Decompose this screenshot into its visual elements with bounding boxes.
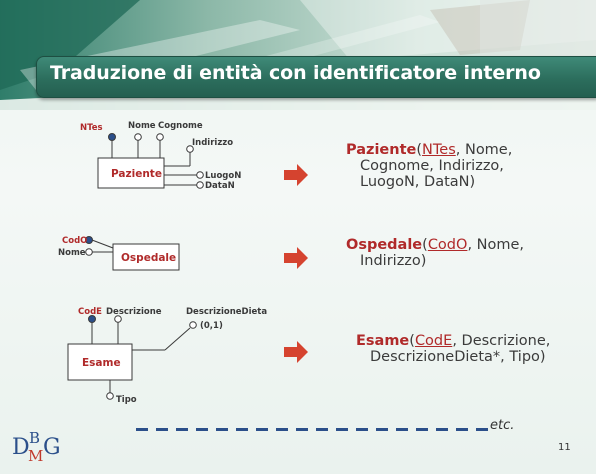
slide-title: Traduzione di entità con identificatore … (50, 62, 541, 84)
dbmg-logo: D B M G (12, 429, 61, 465)
esame-entity-label: Esame (82, 357, 121, 369)
svg-text:M: M (28, 447, 43, 465)
arrow-right-icon (284, 247, 308, 269)
attr-ntes: NTes (80, 123, 103, 133)
attr-luogon: LuogoN (205, 171, 241, 181)
paziente-entity-label: Paziente (111, 168, 162, 180)
dashed-separator (136, 428, 488, 431)
attr-descrizione: Descrizione (106, 307, 162, 317)
cardinality-label: (0,1) (200, 321, 223, 331)
title-bar (36, 56, 596, 98)
codo-key-dot (85, 236, 93, 244)
page-number: 11 (558, 442, 571, 453)
etc-label: etc. (490, 418, 515, 433)
ospedale-relation: Ospedale(CodO, Nome, Indirizzo) (346, 237, 525, 269)
attr-cognome: Cognome (158, 121, 203, 131)
attr-ospedale-nome: Nome (58, 248, 86, 258)
attr-codo: CodO (62, 236, 87, 246)
ntes-key-dot (108, 133, 116, 141)
svg-text:B: B (29, 429, 40, 447)
esame-relation: Esame(CodE, Descrizione, DescrizioneDiet… (356, 333, 551, 365)
ospedale-entity-label: Ospedale (121, 252, 176, 264)
attr-tipo: Tipo (116, 395, 137, 405)
paziente-entity-box (97, 157, 165, 189)
svg-text:D: D (12, 435, 30, 460)
arrow-right-icon (284, 164, 308, 186)
ospedale-entity-box (112, 243, 180, 271)
arrow-right-icon (284, 341, 308, 363)
esame-entity-box (67, 343, 133, 381)
paziente-relation: Paziente(NTes, Nome, Cognome, Indirizzo,… (346, 142, 513, 190)
attr-datan: DataN (205, 181, 235, 191)
attr-nome: Nome (128, 121, 156, 131)
attr-descrizionedieta: DescrizioneDieta (186, 307, 267, 317)
attr-code: CodE (78, 307, 102, 317)
svg-text:G: G (43, 435, 61, 460)
code-key-dot (88, 315, 96, 323)
attr-indirizzo: Indirizzo (192, 138, 233, 148)
